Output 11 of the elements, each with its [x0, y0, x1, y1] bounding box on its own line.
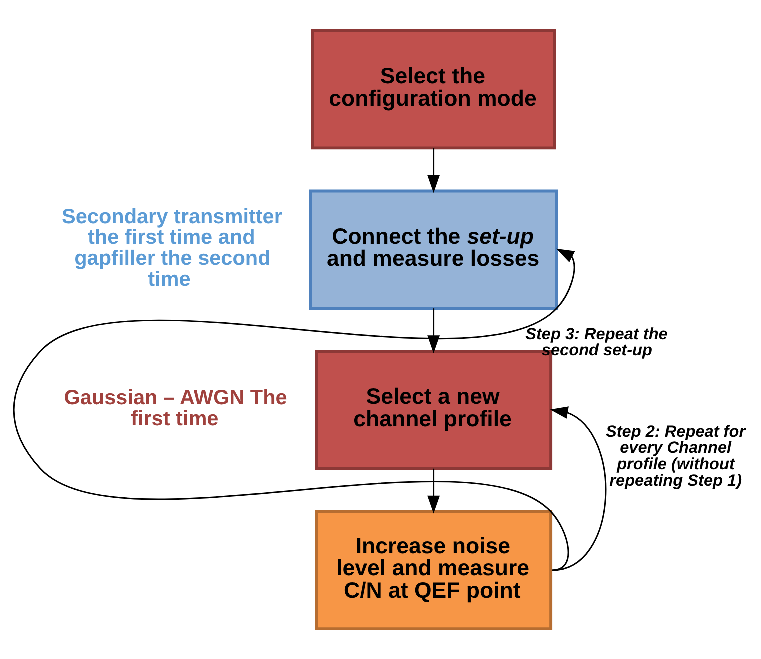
arrow: [428, 148, 440, 193]
arrow: [428, 468, 440, 514]
arrow: [13, 248, 576, 571]
node-label: Secondary transmitter the first time and gapfiller the second time: [62, 204, 282, 290]
node-box: Select the configuration mode: [311, 28, 556, 150]
arrow: [428, 308, 440, 353]
node-label: Gaussian – AWGN The first time: [64, 386, 288, 430]
arrow: [550, 406, 606, 571]
node-box: Increase noise level and measure C/N at QEF point: [315, 510, 553, 630]
node-box: Connect the set-up and measure losses: [309, 189, 558, 310]
edge-label: Step 2: Repeat for every Channel profile (without repeating Step 1): [606, 422, 746, 490]
